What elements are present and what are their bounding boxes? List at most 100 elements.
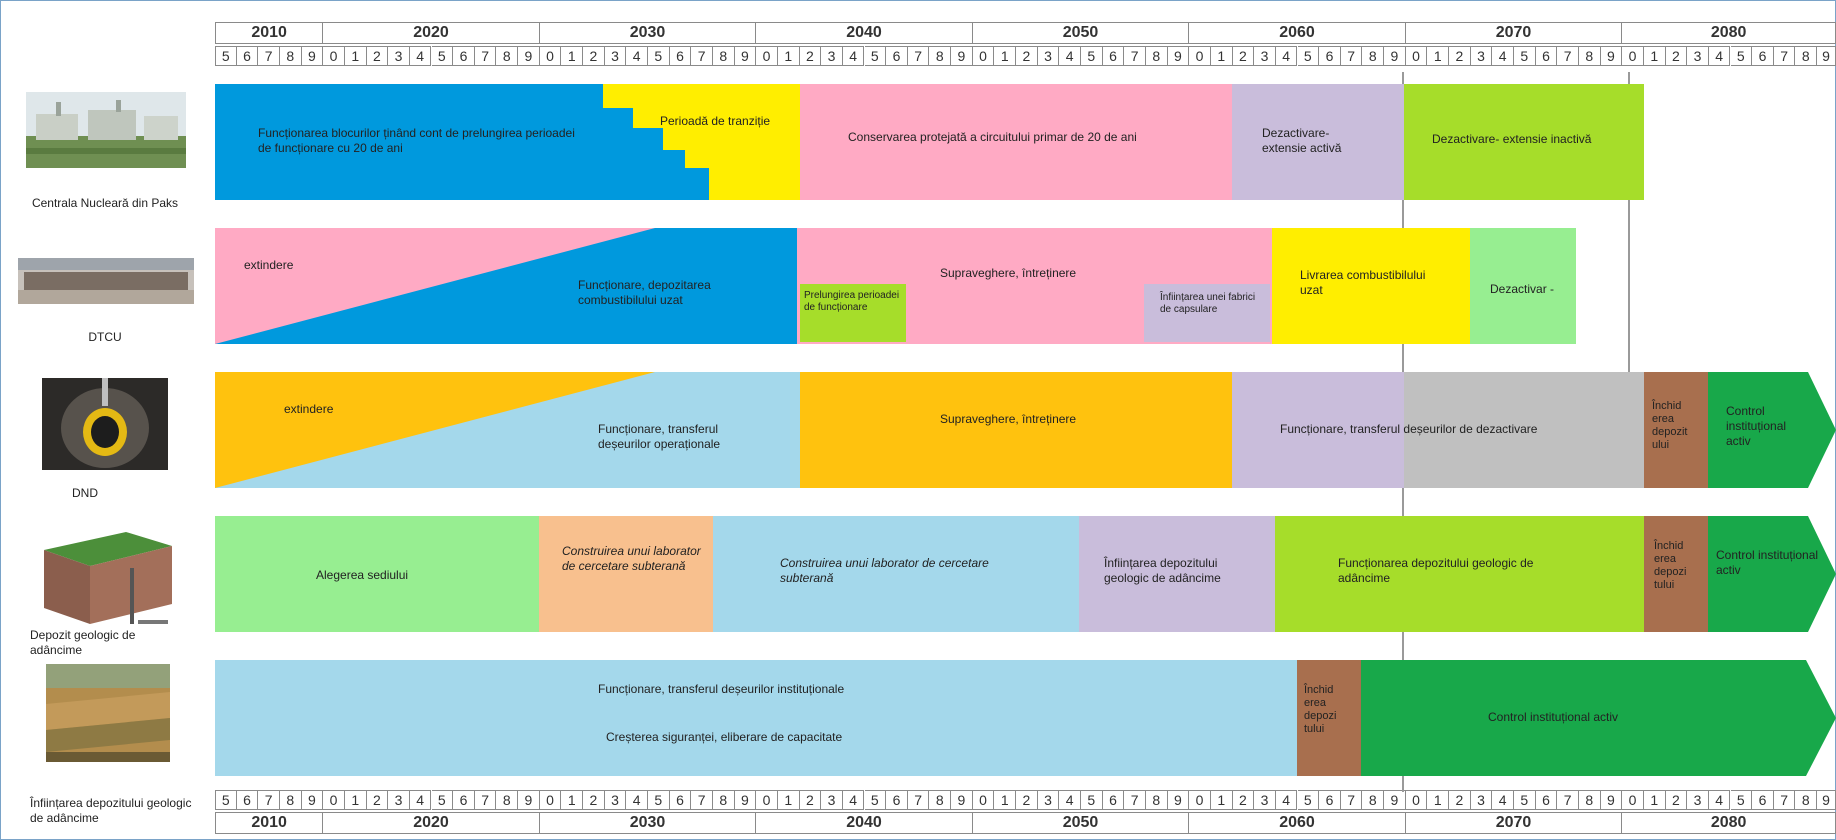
dtcu-extension-bar — [215, 228, 797, 344]
year-digit: 4 — [1059, 46, 1081, 66]
year-digit: 1 — [994, 46, 1017, 66]
year-digit: 3 — [1470, 790, 1493, 810]
dnd-control-arrow — [1708, 372, 1836, 488]
dtcu-factory-bar — [1144, 284, 1270, 342]
year-digit: 0 — [539, 46, 562, 66]
year-digit: 5 — [1297, 790, 1320, 810]
deep-closure-bar — [1644, 516, 1708, 632]
dtcu-delivery-bar — [1272, 228, 1470, 344]
year-digit: 0 — [1622, 46, 1644, 66]
year-digit: 8 — [1578, 46, 1601, 66]
year-digit: 2 — [1016, 46, 1038, 66]
paks-decom-inactive-bar — [1404, 84, 1644, 200]
deep-site-bar — [215, 516, 539, 632]
year-digit: 5 — [864, 790, 887, 810]
year-digit: 2 — [1016, 790, 1038, 810]
year-digit: 4 — [626, 46, 648, 66]
year-digit: 6 — [1752, 46, 1774, 66]
dnd-control-label: Control instituțional activ — [1726, 404, 1787, 448]
paks-operation-label: Funcționarea blocurilor ținând cont de p… — [258, 126, 575, 155]
year-digit: 2 — [799, 46, 822, 66]
year-digit: 7 — [1557, 790, 1579, 810]
year-digit: 5 — [1081, 790, 1103, 810]
year-digit: 2 — [799, 790, 822, 810]
year-digit: 9 — [1167, 46, 1190, 66]
year-digit: 0 — [1405, 790, 1428, 810]
year-digit: 9 — [301, 46, 324, 66]
dtcu-supervise-label: Supraveghere, întreținere — [940, 266, 1077, 280]
year-digit: 8 — [1795, 46, 1818, 66]
year-digit: 2 — [1449, 790, 1471, 810]
inst-control-arrow — [1361, 660, 1836, 776]
year-digit: 2 — [583, 790, 605, 810]
year-digit: 5 — [215, 790, 237, 810]
year-digit: 9 — [1384, 790, 1406, 810]
year-digit: 2 — [583, 46, 605, 66]
year-digit: 8 — [1362, 790, 1385, 810]
year-digit: 9 — [1167, 790, 1190, 810]
year-digit: 8 — [929, 46, 952, 66]
year-digit: 3 — [388, 46, 410, 66]
year-digit: 6 — [669, 46, 692, 66]
year-digit: 5 — [1514, 46, 1536, 66]
year-digit: 8 — [496, 790, 519, 810]
decade-label: 2070 — [1405, 812, 1623, 834]
paks-conservation-label: Conservarea protejată a circuitului prim… — [848, 130, 1137, 144]
year-digit: 0 — [323, 46, 345, 66]
year-digit: 6 — [236, 790, 259, 810]
decade-label: 2060 — [1189, 22, 1406, 44]
year-digit: 0 — [1622, 790, 1644, 810]
year-digit: 5 — [215, 46, 237, 66]
year-digit: 2 — [366, 46, 389, 66]
year-digit: 2 — [1449, 46, 1471, 66]
inst-safety-label: Creșterea siguranței, eliberare de capac… — [606, 730, 843, 744]
year-digit: 8 — [1145, 46, 1168, 66]
decade-label: 2040 — [756, 22, 973, 44]
year-digit: 6 — [669, 790, 692, 810]
year-digit: 4 — [409, 46, 432, 66]
year-digit: 1 — [1210, 790, 1233, 810]
year-digit: 2 — [1232, 46, 1255, 66]
year-digit: 3 — [1037, 790, 1060, 810]
deep-site-label: Alegerea sediului — [316, 568, 409, 582]
decade-label: 2060 — [1189, 812, 1406, 834]
year-digit: 5 — [648, 790, 670, 810]
decade-label: 2040 — [756, 812, 973, 834]
year-digit: 4 — [626, 790, 648, 810]
year-digit: 6 — [886, 790, 908, 810]
year-digit: 3 — [1037, 46, 1060, 66]
year-digit: 9 — [1817, 790, 1836, 810]
paks-plant-photo — [26, 92, 186, 168]
separator-line — [1628, 72, 1630, 372]
decade-label: 2050 — [972, 812, 1190, 834]
year-digit: 8 — [1145, 790, 1168, 810]
dnd-tunnel-photo — [42, 378, 168, 470]
year-digit: 2 — [366, 790, 389, 810]
deep-establish-label: Înființarea depozitului geologic de adân… — [1104, 556, 1221, 585]
year-digit: 1 — [1643, 46, 1666, 66]
inst-closure-bar — [1297, 660, 1361, 776]
deep-lab1-label: Construirea unui laborator de cercetare … — [562, 544, 701, 573]
year-digit: 3 — [604, 790, 627, 810]
deep-lab2-label: Construirea unui laborator de cercetare … — [780, 556, 989, 585]
decade-label: 2070 — [1405, 22, 1623, 44]
year-digit: 0 — [756, 46, 778, 66]
dnd-decom-waste-label: Funcționare, transferul deșeurilor de de… — [1280, 422, 1538, 436]
year-digit: 3 — [388, 790, 410, 810]
inst-control-label: Control instituțional activ — [1488, 710, 1619, 724]
dtcu-decom-bar — [1470, 228, 1576, 344]
paks-transition-label: Perioadă de tranziție — [660, 114, 771, 128]
year-digit: 7 — [691, 790, 713, 810]
year-digit: 7 — [1340, 46, 1363, 66]
year-digit: 1 — [344, 790, 367, 810]
year-digit: 0 — [1189, 46, 1211, 66]
sidebar-label-dtcu: DTCU — [88, 330, 122, 344]
year-digit: 8 — [279, 790, 302, 810]
dnd-grey-bar — [1404, 372, 1644, 488]
dnd-closure-bar — [1644, 372, 1708, 488]
dnd-decom-waste-bar — [1232, 372, 1404, 488]
year-digit: 5 — [648, 46, 670, 66]
year-digit: 9 — [1817, 46, 1836, 66]
year-digit: 1 — [561, 790, 584, 810]
dnd-extension-label: extindere — [284, 402, 334, 416]
